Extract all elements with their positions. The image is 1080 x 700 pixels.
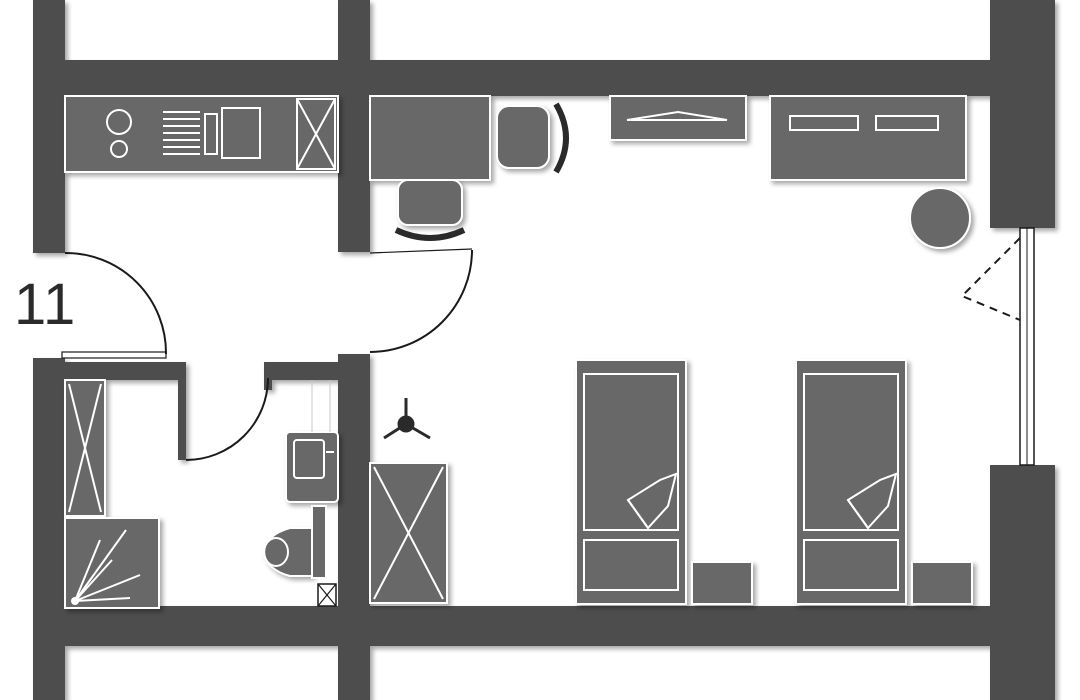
wall-bath-top [65, 362, 182, 380]
window-swing-icon [960, 237, 1021, 321]
nightstand-right [911, 561, 973, 605]
fridge-icon [296, 98, 336, 170]
nightstand-left [691, 561, 753, 605]
wall-bath-top-right [264, 362, 338, 380]
shaft-icon [317, 583, 337, 607]
wall-partition-lower [338, 354, 370, 700]
ceiling-fan-icon [383, 398, 431, 440]
chair-back-icon [553, 102, 569, 174]
bathroom-door-icon [185, 377, 269, 461]
desk-area [369, 95, 569, 241]
wall-partition-upper [338, 0, 370, 252]
sink-icon [285, 380, 339, 503]
shower-icon [64, 517, 160, 609]
room-number-label: 11 [14, 272, 77, 337]
bed-icon [575, 359, 687, 605]
wall-left-lower [33, 358, 65, 700]
kitchenette [64, 95, 339, 173]
stove-icon [106, 109, 132, 158]
chair-back-icon [394, 227, 466, 241]
round-table [909, 187, 971, 249]
entrance-door-icon [61, 251, 168, 359]
wall-right-upper [990, 0, 1055, 228]
wall-bottom [33, 606, 1055, 646]
wall-bath-stub [178, 362, 186, 460]
walls [33, 0, 1055, 700]
wall-top [33, 60, 1055, 96]
sink-drainboard-icon [163, 107, 261, 159]
wall-bath-stub-right [264, 362, 272, 390]
wardrobe [369, 462, 448, 604]
desk [369, 95, 491, 181]
wall-right-lower [990, 465, 1055, 700]
chair-desk-top [496, 105, 550, 169]
kitchen-counter [64, 95, 339, 173]
chair-desk-bottom [397, 179, 463, 226]
room-door-icon [369, 248, 473, 353]
toilet-icon [263, 505, 327, 579]
sideboard [769, 95, 967, 181]
wall-shelf [609, 95, 747, 141]
window-icon [1019, 227, 1035, 466]
bathroom-cabinet [64, 379, 106, 517]
bed-icon [795, 359, 907, 605]
wall-left-upper [33, 0, 65, 253]
